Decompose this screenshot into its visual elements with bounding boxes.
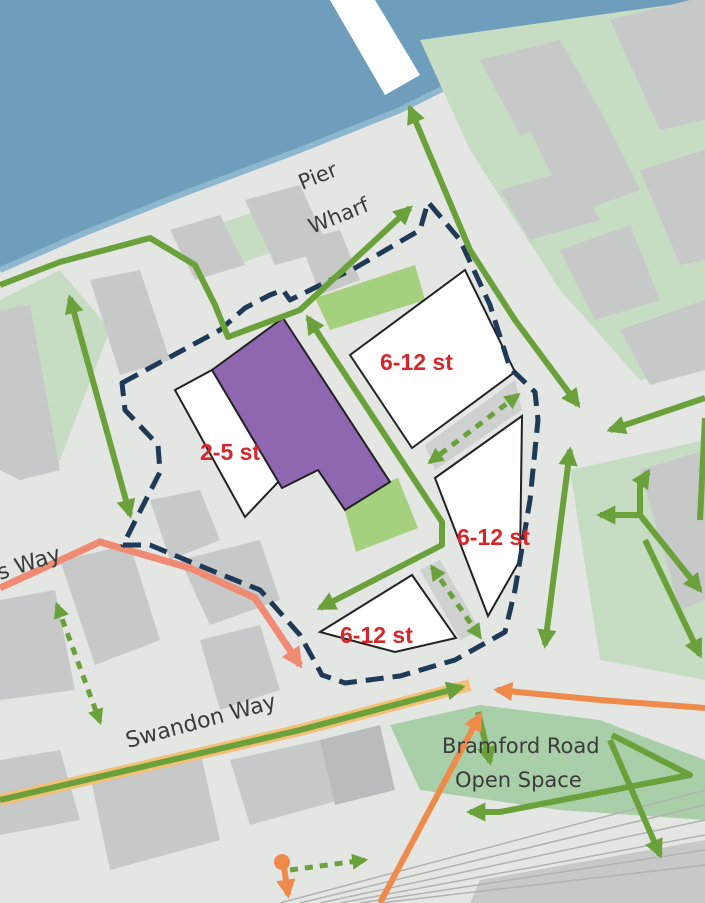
river — [0, 0, 705, 270]
height-label-south: 6-12 st — [340, 622, 413, 648]
green-routes — [0, 104, 705, 859]
green-dotted-routes — [53, 393, 521, 873]
site-boundary — [119, 199, 541, 686]
height-label-north: 6-12 st — [380, 349, 453, 375]
new-green-strip — [315, 265, 425, 330]
orange-route-origin — [274, 854, 290, 870]
height-label-purple: 2-5 st — [200, 439, 260, 465]
open-space-label-1: Bramford Road — [442, 734, 600, 758]
swandon-way-route — [0, 681, 466, 803]
salmon-route — [0, 538, 303, 669]
open-space-label-2: Open Space — [455, 768, 582, 792]
height-label-east: 6-12 st — [457, 524, 530, 550]
bridge — [330, 0, 420, 95]
